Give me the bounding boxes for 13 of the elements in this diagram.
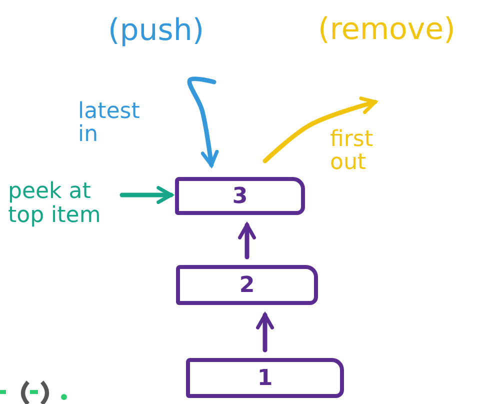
handwritten-note: first out: [330, 128, 374, 174]
arrow: [187, 76, 219, 168]
stack-item-box: 3: [175, 177, 305, 215]
handwritten-note: latest in: [78, 100, 141, 146]
stack-item-box: 1: [186, 358, 344, 398]
stack-item-box: 2: [176, 265, 318, 305]
arrow: [120, 186, 174, 204]
handwritten-note: (push): [108, 14, 220, 54]
arrow: [256, 312, 274, 352]
arrow: [262, 96, 378, 164]
handwritten-note: peek at top item: [8, 180, 118, 240]
handwritten-note: (remove): [318, 14, 456, 46]
arrow: [238, 222, 256, 260]
